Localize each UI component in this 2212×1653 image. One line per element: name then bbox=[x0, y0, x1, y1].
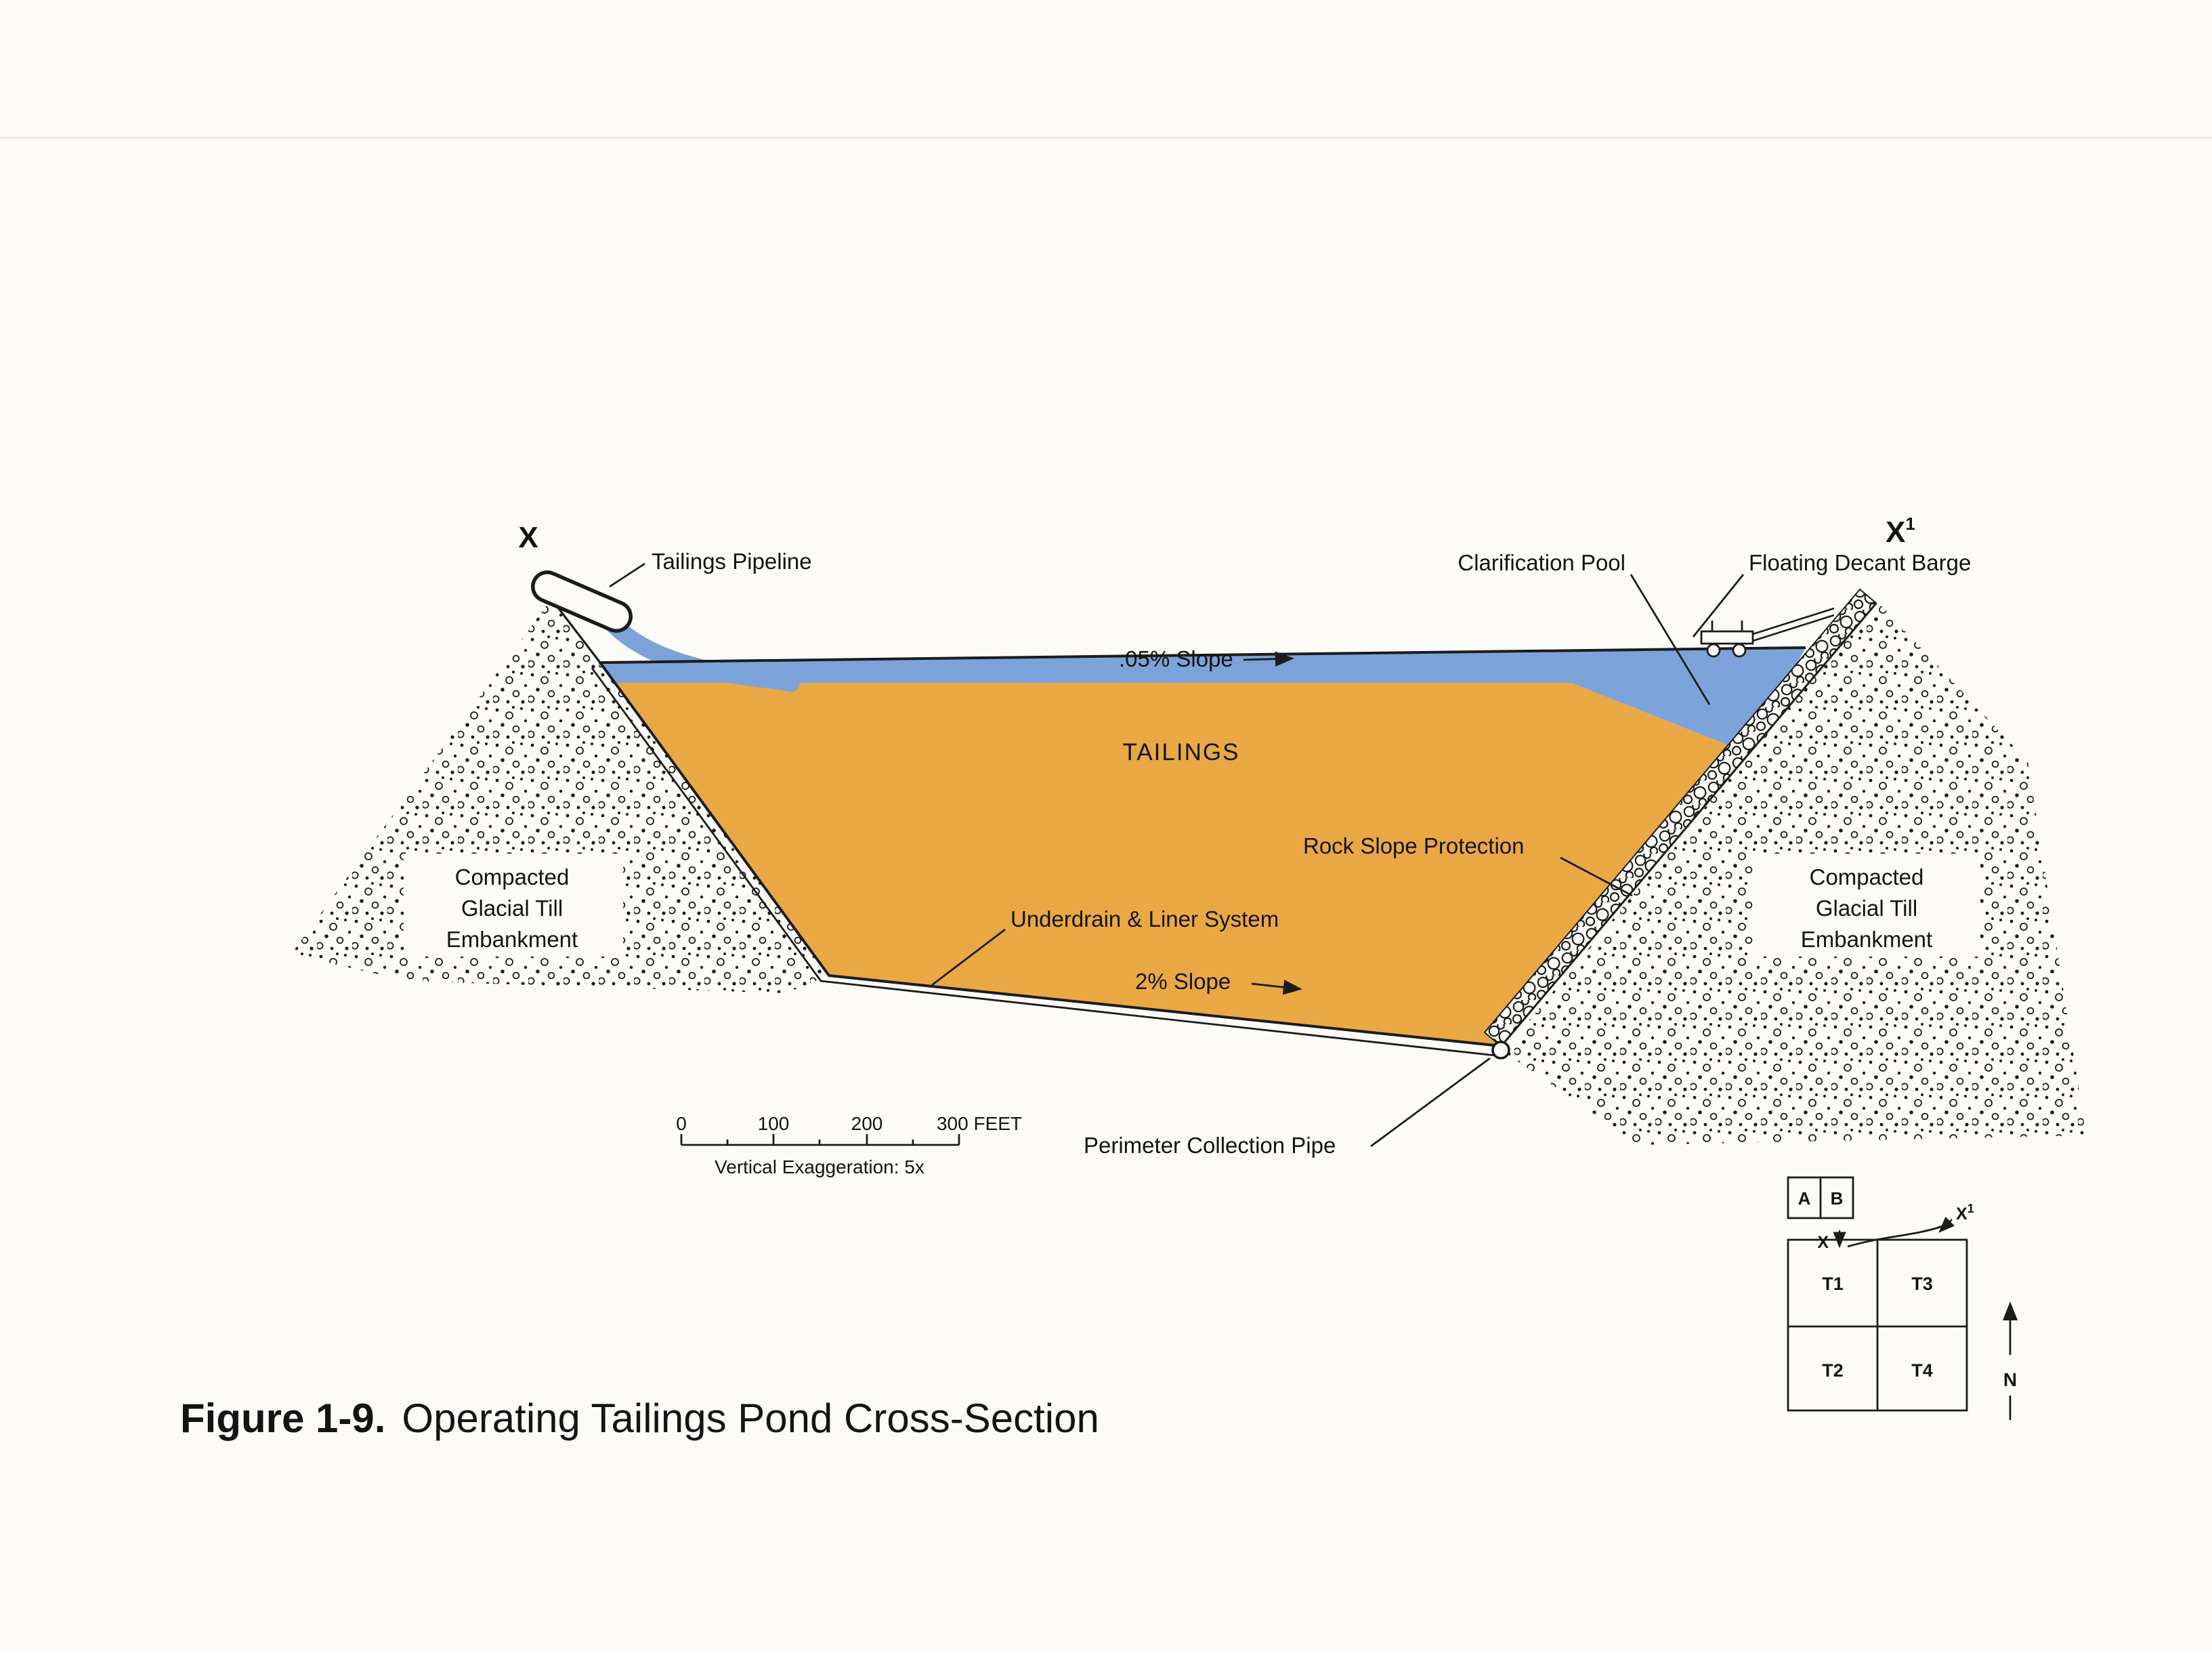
inset-key-map: A B T1 T3 T2 T4 X X1 N bbox=[1787, 1176, 2018, 1420]
scale-tick-200: 200 bbox=[851, 1113, 883, 1134]
inset-cell-t4: T4 bbox=[1911, 1360, 1933, 1381]
scale-tick-300: 300 FEET bbox=[937, 1113, 1022, 1134]
right-embankment-line1: Compacted bbox=[1810, 864, 1924, 890]
scan-artifact-line bbox=[0, 137, 2212, 140]
north-arrow: N bbox=[2002, 1301, 2018, 1420]
label-tailings-pipeline: Tailings Pipeline bbox=[652, 549, 812, 574]
leader-underdrain bbox=[931, 928, 1006, 986]
slope-bottom-arrow bbox=[1251, 980, 1302, 995]
section-marker-x: X bbox=[518, 521, 538, 554]
scale-bar: 0 100 200 300 FEET Vertical Exaggeration… bbox=[676, 1113, 1022, 1177]
leader-clarification-pool bbox=[1630, 574, 1711, 705]
scale-tick-100: 100 bbox=[758, 1113, 790, 1134]
perimeter-collection-pipe-circle bbox=[1491, 1041, 1510, 1060]
liner-inner-line bbox=[599, 661, 1502, 1047]
tailings-discharge-stream bbox=[602, 613, 800, 692]
inset-cell-a: A bbox=[1798, 1188, 1811, 1209]
inset-section-trace bbox=[1847, 1225, 1943, 1248]
inset-cell-t3: T3 bbox=[1911, 1274, 1933, 1294]
inset-marker-x1-base: X bbox=[1956, 1205, 1968, 1223]
inset-cell-b: B bbox=[1831, 1188, 1844, 1209]
figure-caption-title: Operating Tailings Pond Cross-Section bbox=[402, 1396, 1099, 1441]
inset-cell-t2: T2 bbox=[1822, 1360, 1844, 1381]
tailings-pipeline-drawing bbox=[531, 570, 633, 633]
left-embankment-line2: Glacial Till bbox=[461, 896, 563, 921]
label-slope-top: .05% Slope bbox=[1119, 646, 1233, 671]
inset-marker-x1: X1 bbox=[1956, 1202, 1974, 1223]
liner-outer-line bbox=[591, 667, 1496, 1057]
right-embankment-label: Compacted Glacial Till Embankment bbox=[1801, 864, 1932, 952]
leader-lines bbox=[609, 562, 1745, 1148]
slope-top-arrow bbox=[1243, 651, 1294, 667]
inset-cell-t1: T1 bbox=[1822, 1274, 1844, 1294]
inset-marker-x1-sup: 1 bbox=[1968, 1202, 1974, 1215]
label-underdrain: Underdrain & Liner System bbox=[1011, 906, 1279, 932]
leader-decant-barge bbox=[1692, 574, 1745, 637]
label-clarification-pool: Clarification Pool bbox=[1458, 550, 1625, 575]
floating-decant-barge-drawing bbox=[1700, 607, 1835, 658]
scale-tick-0: 0 bbox=[676, 1113, 687, 1134]
inset-x1-arrow bbox=[1938, 1216, 1955, 1233]
figure-caption-number: Figure 1-9. bbox=[180, 1396, 385, 1441]
water-surface-line bbox=[599, 646, 1806, 664]
leader-perimeter-pipe bbox=[1370, 1057, 1491, 1148]
label-perimeter-pipe: Perimeter Collection Pipe bbox=[1084, 1133, 1336, 1158]
label-rock-slope-protection: Rock Slope Protection bbox=[1303, 833, 1525, 858]
section-marker-x1-sup: 1 bbox=[1905, 514, 1915, 534]
left-embankment-label: Compacted Glacial Till Embankment bbox=[446, 864, 578, 952]
figure-caption: Figure 1-9. Operating Tailings Pond Cross… bbox=[180, 1396, 1099, 1441]
right-embankment-line2: Glacial Till bbox=[1816, 896, 1917, 921]
label-slope-bottom: 2% Slope bbox=[1135, 969, 1231, 994]
leader-rock-slope bbox=[1560, 856, 1633, 897]
section-marker-x1: X1 bbox=[1886, 514, 1915, 549]
label-floating-decant-barge: Floating Decant Barge bbox=[1749, 550, 1971, 575]
left-embankment-line3: Embankment bbox=[446, 927, 578, 952]
scale-bar-note: Vertical Exaggeration: 5x bbox=[715, 1156, 924, 1177]
rock-slope-protection-band bbox=[1483, 588, 1877, 1047]
inset-marker-x: X bbox=[1817, 1233, 1829, 1252]
clarification-pool-water bbox=[600, 648, 1806, 753]
label-tailings: TAILINGS bbox=[1123, 739, 1240, 766]
left-embankment-line1: Compacted bbox=[455, 864, 570, 890]
section-marker-x1-base: X bbox=[1886, 516, 1905, 549]
right-embankment-line3: Embankment bbox=[1801, 927, 1932, 952]
tailings-fill bbox=[614, 683, 1749, 1046]
left-embankment-label-halo bbox=[404, 854, 623, 957]
leader-tailings-pipeline bbox=[609, 562, 645, 588]
callout-labels: Tailings Pipeline Clarification Pool Flo… bbox=[446, 549, 1972, 1158]
north-label: N bbox=[2003, 1369, 2017, 1390]
right-embankment-label-halo bbox=[1753, 854, 1980, 957]
